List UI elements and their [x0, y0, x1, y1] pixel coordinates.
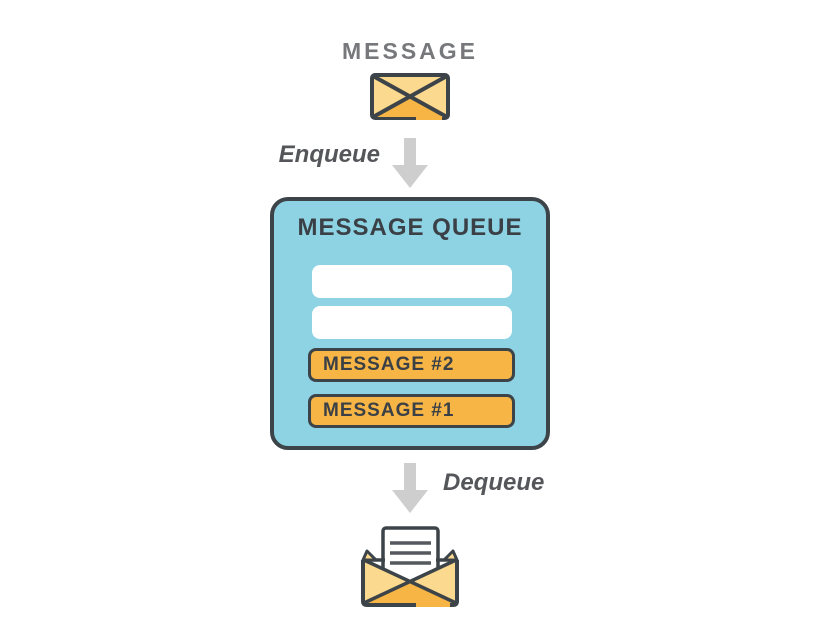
source-message-title: MESSAGE [341, 38, 479, 64]
queue-slot-message-label: MESSAGE #1 [323, 400, 455, 421]
enqueue-down-arrow-icon [392, 138, 428, 188]
queue-slot-empty [312, 306, 512, 339]
enqueue-label: Enqueue [278, 141, 380, 168]
queue-title: MESSAGE QUEUE [297, 214, 523, 241]
open-envelope-icon [360, 524, 460, 615]
closed-envelope-icon [370, 73, 450, 125]
dequeue-label: Dequeue [443, 469, 545, 496]
queue-slot-message: MESSAGE #1 [308, 394, 515, 428]
queue-slot-message: MESSAGE #2 [308, 348, 515, 382]
message-queue-box: MESSAGE QUEUE MESSAGE #2 MESSAGE #1 [270, 197, 550, 450]
queue-slot-empty [312, 265, 512, 298]
queue-slot-message-label: MESSAGE #2 [323, 354, 455, 375]
dequeue-down-arrow-icon [392, 463, 428, 513]
